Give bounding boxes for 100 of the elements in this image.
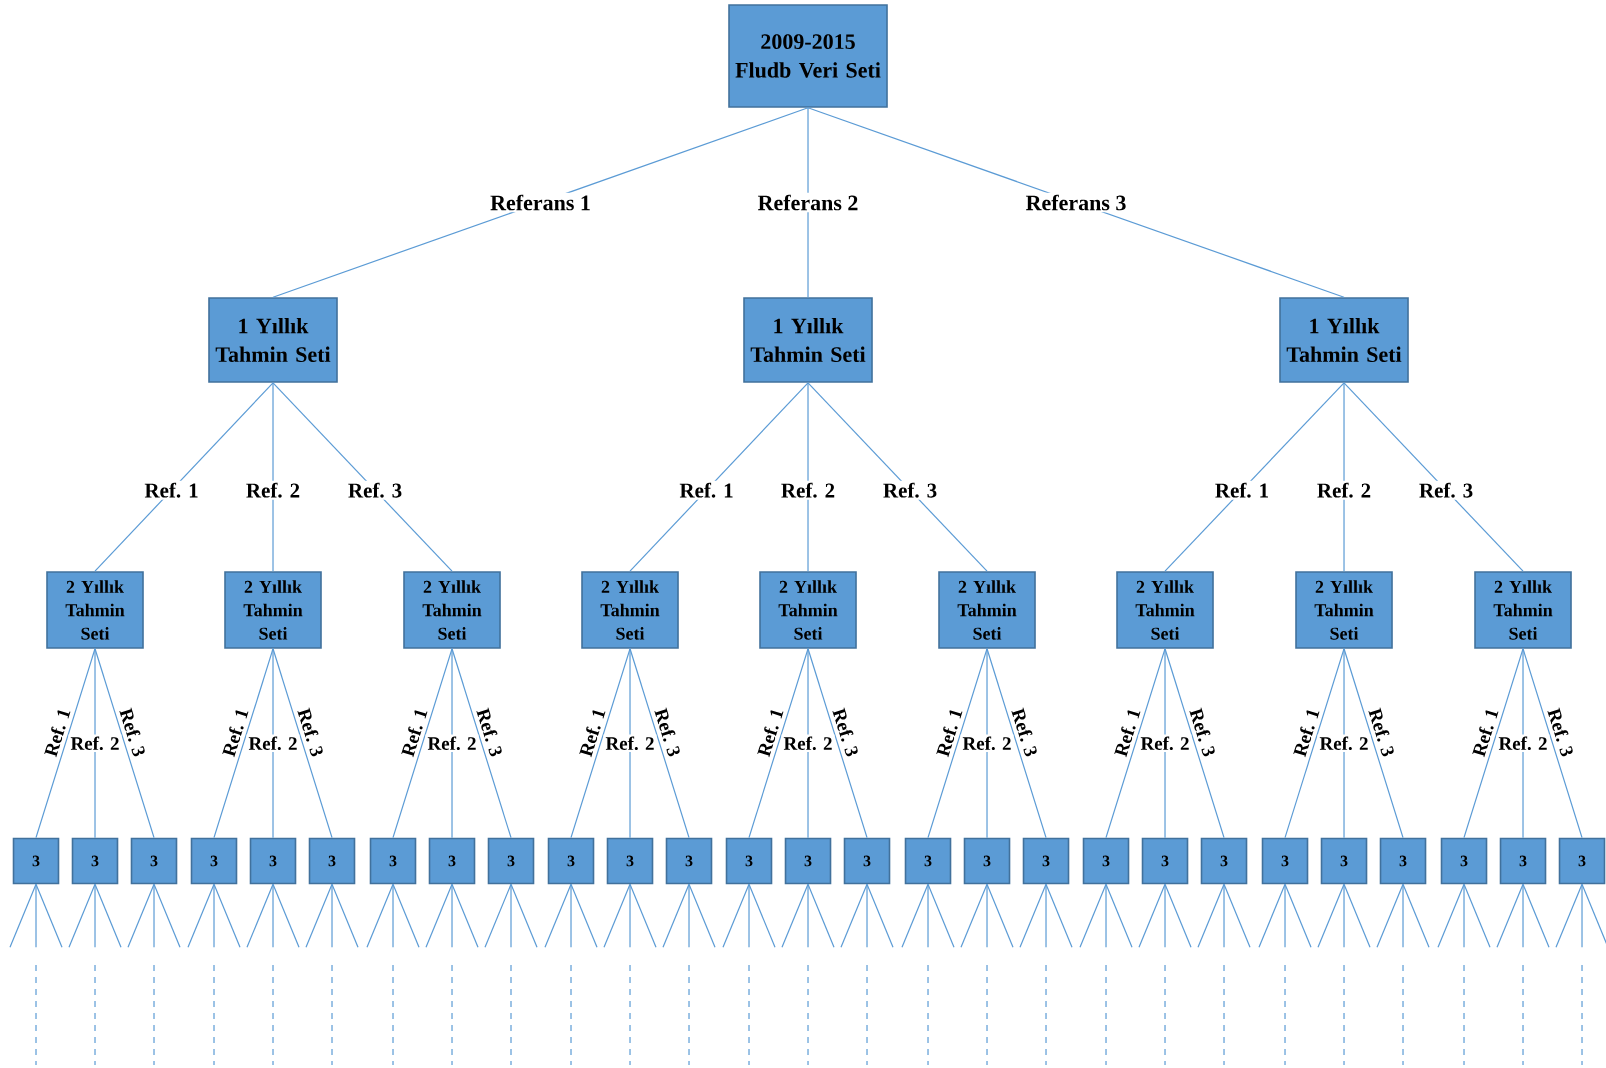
connector-line <box>927 883 929 948</box>
edge-label: Ref. 1 <box>936 710 963 758</box>
connector-line <box>272 883 274 948</box>
connector-line <box>9 883 37 948</box>
edge-label: Ref. 3 <box>345 480 405 500</box>
connector-line <box>722 883 750 948</box>
edge-label: Ref. 2 <box>1138 734 1192 753</box>
number-box: 3 <box>308 837 356 885</box>
connector-line <box>986 648 988 839</box>
process-box: 2 Yıllık Tahmin Seti <box>1474 571 1572 649</box>
number-box: 3 <box>369 837 417 885</box>
number-box: 3 <box>12 837 60 885</box>
connector-line <box>1223 883 1225 948</box>
connector-line <box>1197 883 1225 948</box>
number-box: 3 <box>1082 837 1130 885</box>
connector-line <box>127 883 155 948</box>
connector-line <box>840 883 868 948</box>
connector-line <box>1105 648 1166 839</box>
connector-line <box>1105 883 1133 948</box>
connector-line <box>927 648 988 839</box>
connector-line <box>807 107 1345 298</box>
connector-line <box>272 648 333 839</box>
edge-label: Ref. 2 <box>603 734 657 753</box>
connector-line <box>272 382 274 572</box>
connector-line <box>366 883 394 948</box>
connector-line <box>510 883 538 948</box>
edge-label: Referans 1 <box>488 192 593 213</box>
connector-line <box>1164 648 1166 839</box>
connector-line <box>1402 883 1430 948</box>
connector-line <box>629 883 657 948</box>
connector-line <box>570 648 631 839</box>
number-box: 3 <box>725 837 773 885</box>
edge-label: Ref. 1 <box>677 480 736 500</box>
connector-line <box>392 883 420 948</box>
connector-line <box>35 648 96 839</box>
connector-line <box>484 883 512 948</box>
edge-label: Ref. 1 <box>579 710 606 758</box>
process-box: 1 Yıllık Tahmin Seti <box>208 297 338 383</box>
process-box: 2 Yıllık Tahmin Seti <box>1295 571 1393 649</box>
connector-line <box>1343 382 1524 572</box>
connector-line <box>986 883 988 948</box>
connector-line <box>688 883 716 948</box>
connector-line <box>1343 883 1371 948</box>
connector-line <box>213 648 274 839</box>
edge-label: Ref. 3 <box>832 707 858 757</box>
process-box: 2 Yıllık Tahmin Seti <box>224 571 322 649</box>
number-box: 3 <box>130 837 178 885</box>
connector-line <box>1522 648 1583 839</box>
connector-line <box>94 382 274 572</box>
number-box: 3 <box>1558 837 1606 885</box>
connector-line <box>94 883 122 948</box>
number-box: 3 <box>71 837 119 885</box>
connector-line <box>807 648 809 839</box>
connector-line <box>451 883 453 948</box>
connector-line <box>305 883 333 948</box>
edge-label: Ref. 2 <box>781 734 835 753</box>
connector-line <box>246 883 274 948</box>
edge-label: Ref. 2 <box>1496 734 1550 753</box>
connector-line <box>1045 883 1047 948</box>
edge-label: Ref. 3 <box>1011 707 1037 757</box>
connector-line <box>94 883 96 948</box>
number-box: 3 <box>1320 837 1368 885</box>
process-box: 1 Yıllık Tahmin Seti <box>1279 297 1409 383</box>
connector-line <box>451 648 453 839</box>
connector-line <box>1343 648 1345 839</box>
edge-label: Ref. 1 <box>1472 710 1499 758</box>
connector-line <box>807 382 809 572</box>
number-box: 3 <box>904 837 952 885</box>
edge-label: Ref. 3 <box>654 707 680 757</box>
edge-label: Ref. 3 <box>1547 707 1573 757</box>
process-box: 2009-2015 Fludb Veri Seti <box>728 4 888 108</box>
connector-line <box>603 883 631 948</box>
connector-line <box>94 648 96 839</box>
connector-line <box>213 883 215 948</box>
connector-line <box>570 883 572 948</box>
process-box: 2 Yıllık Tahmin Seti <box>581 571 679 649</box>
connector-line <box>331 883 333 948</box>
connector-line <box>866 883 894 948</box>
connector-line <box>1105 883 1107 948</box>
connector-line <box>1317 883 1345 948</box>
edge-label: Ref. 2 <box>246 734 300 753</box>
connector-line <box>1164 883 1166 948</box>
edge-label: Ref. 1 <box>757 710 784 758</box>
edge-label: Ref. 1 <box>142 480 201 500</box>
connector-line <box>392 883 394 948</box>
connector-line <box>272 107 809 298</box>
process-box: 2 Yıllık Tahmin Seti <box>46 571 144 649</box>
connector-line <box>781 883 809 948</box>
connector-line <box>807 382 988 572</box>
connector-line <box>629 382 809 572</box>
connector-line <box>1522 883 1550 948</box>
edge-label: Ref. 2 <box>425 734 479 753</box>
connector-line <box>510 883 512 948</box>
connector-line <box>807 883 835 948</box>
connector-line <box>1463 648 1524 839</box>
connector-line <box>451 883 479 948</box>
edge-label: Ref. 1 <box>222 710 249 758</box>
connector-line <box>272 883 300 948</box>
connector-line <box>807 648 868 839</box>
connector-line <box>1522 648 1524 839</box>
